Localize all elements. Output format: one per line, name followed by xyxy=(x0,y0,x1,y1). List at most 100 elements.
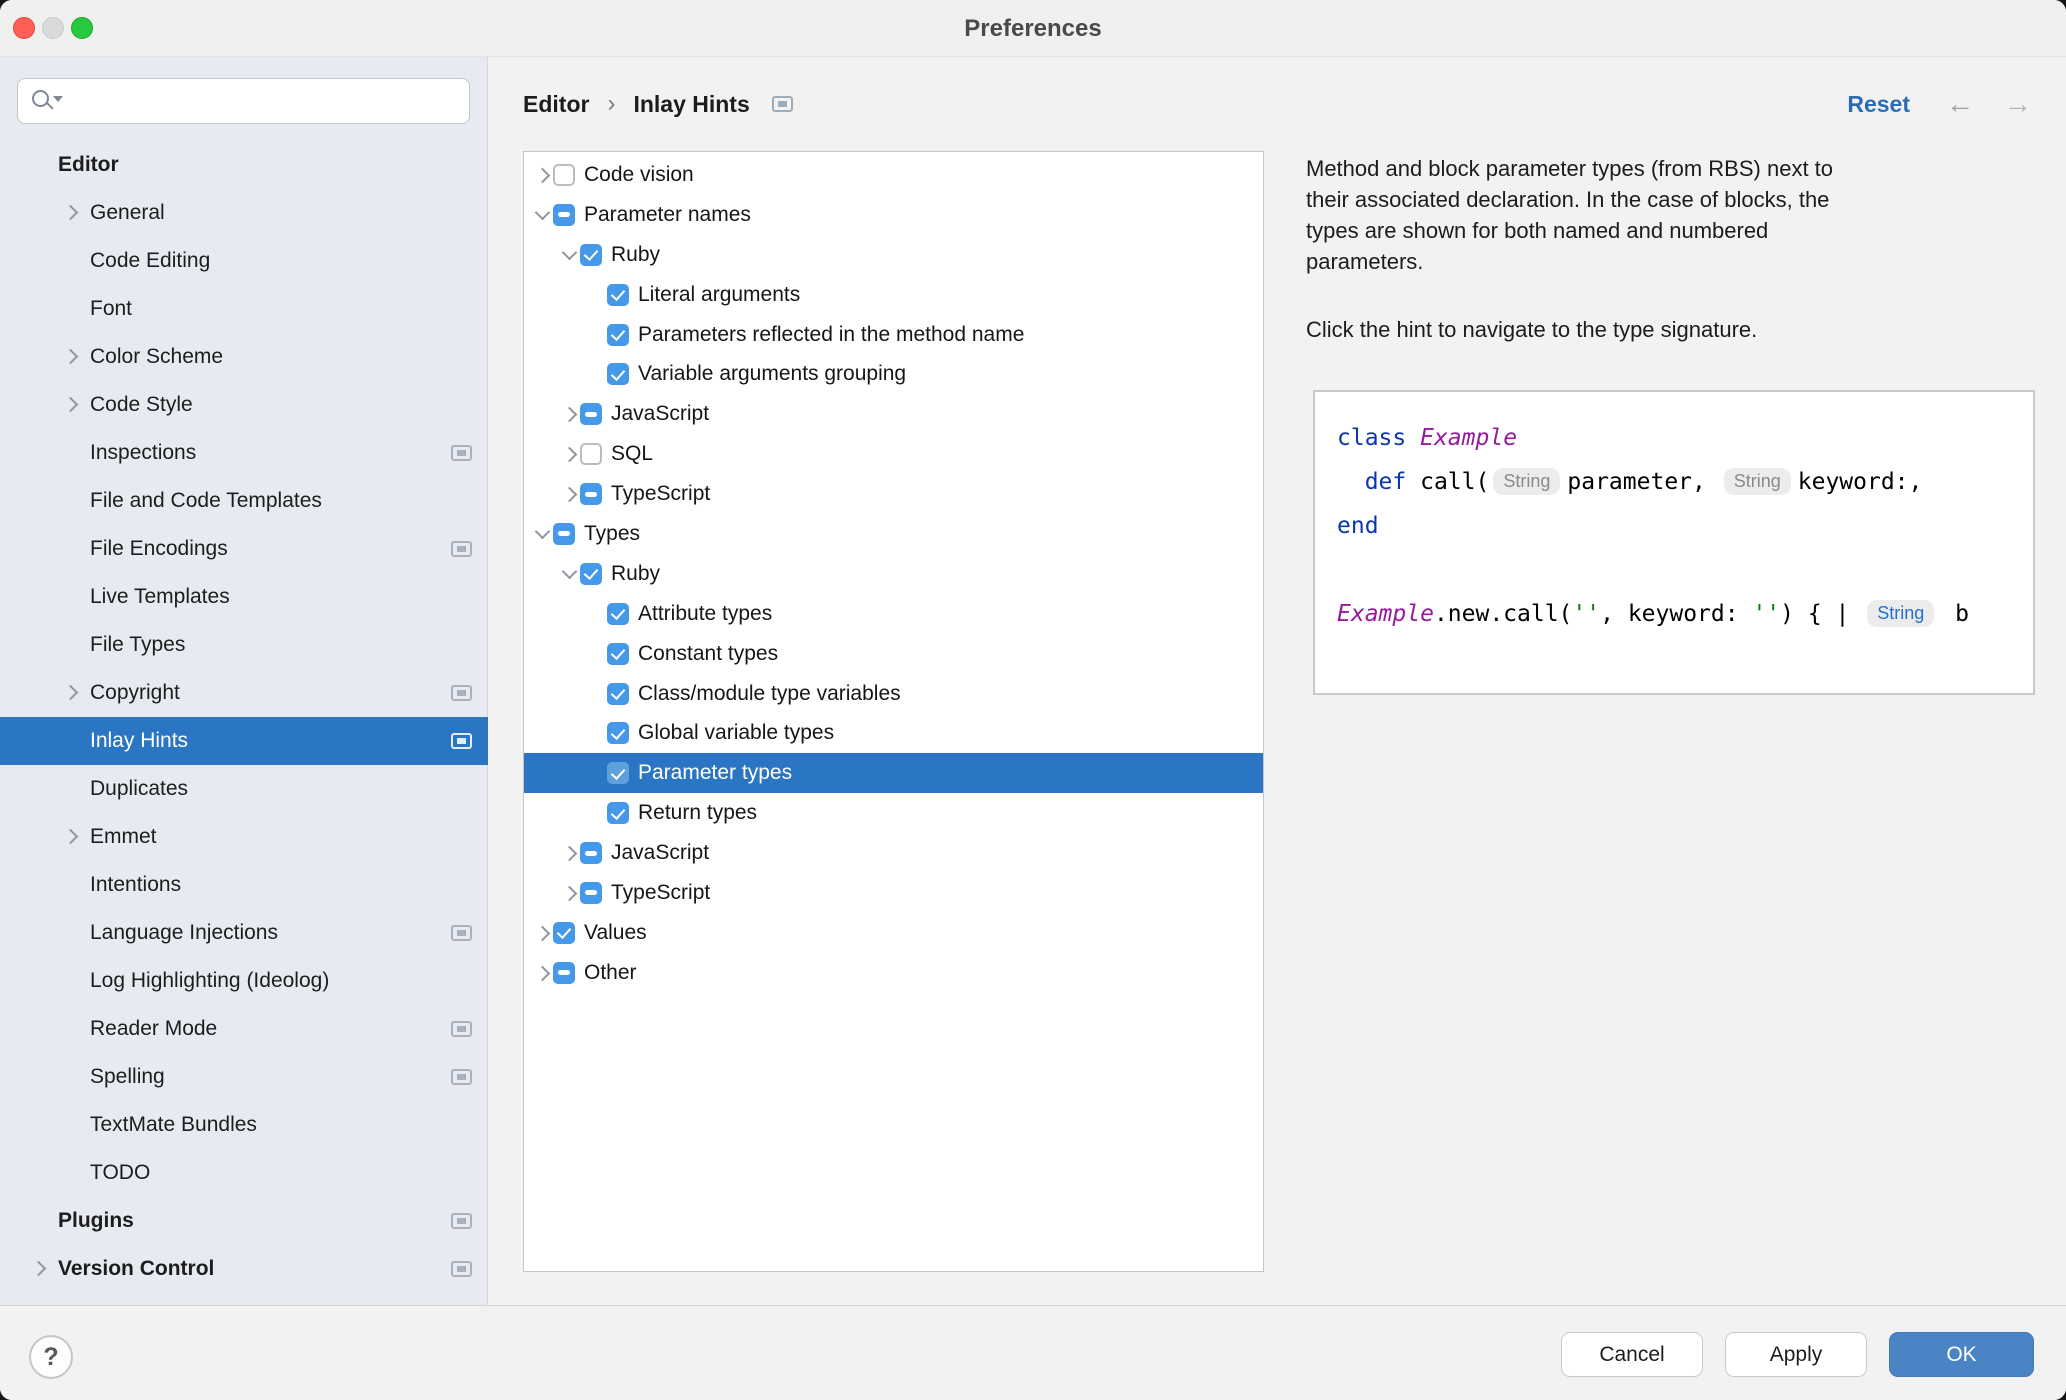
tree-row-sql[interactable]: SQL xyxy=(524,434,1263,474)
sidebar-item-copyright[interactable]: Copyright xyxy=(0,669,488,717)
inlay-hint-pill[interactable]: String xyxy=(1723,468,1791,495)
chevron-right-icon[interactable] xyxy=(560,444,580,464)
chevron-right-icon[interactable] xyxy=(560,883,580,903)
tree-row-return-types[interactable]: Return types xyxy=(524,793,1263,833)
checkbox-checked[interactable] xyxy=(607,802,629,825)
tree-row-attribute-types[interactable]: Attribute types xyxy=(524,594,1263,634)
ok-button[interactable]: OK xyxy=(1889,1332,2034,1377)
checkbox-unchecked[interactable] xyxy=(553,163,575,186)
sidebar-item-reader-mode[interactable]: Reader Mode xyxy=(0,1005,488,1053)
help-button[interactable]: ? xyxy=(29,1335,73,1379)
sidebar-item-color-scheme[interactable]: Color Scheme xyxy=(0,333,488,381)
chevron-right-icon[interactable] xyxy=(28,1258,50,1280)
tree-row-ruby[interactable]: Ruby xyxy=(524,554,1263,594)
sidebar-item-label: TODO xyxy=(90,1161,151,1184)
chevron-right-icon[interactable] xyxy=(60,826,82,848)
sidebar-item-general[interactable]: General xyxy=(0,189,488,237)
sidebar-item-file-types[interactable]: File Types xyxy=(0,621,488,669)
checkbox-unchecked[interactable] xyxy=(580,443,602,466)
checkbox-partial[interactable] xyxy=(580,483,602,506)
forward-arrow-icon[interactable]: → xyxy=(2004,88,2032,119)
checkbox-checked[interactable] xyxy=(607,722,629,745)
sidebar-item-code-editing[interactable]: Code Editing xyxy=(0,237,488,285)
checkbox-checked[interactable] xyxy=(607,323,629,346)
back-arrow-icon[interactable]: ← xyxy=(1946,88,1974,119)
apply-button[interactable]: Apply xyxy=(1725,1332,1867,1377)
tree-row-values[interactable]: Values xyxy=(524,913,1263,953)
sidebar-item-inspections[interactable]: Inspections xyxy=(0,429,488,477)
tree-row-class-module-type-variables[interactable]: Class/module type variables xyxy=(524,674,1263,714)
sidebar-item-code-style[interactable]: Code Style xyxy=(0,381,488,429)
tree-row-code-vision[interactable]: Code vision xyxy=(524,155,1263,195)
checkbox-partial[interactable] xyxy=(580,842,602,865)
checkbox-checked[interactable] xyxy=(580,562,602,585)
checkbox-checked[interactable] xyxy=(607,363,629,386)
checkbox-checked[interactable] xyxy=(607,602,629,625)
tree-row-types[interactable]: Types xyxy=(524,514,1263,554)
sidebar-item-plugins[interactable]: Plugins xyxy=(0,1197,488,1245)
sidebar-item-font[interactable]: Font xyxy=(0,285,488,333)
chevron-down-icon[interactable] xyxy=(560,245,580,265)
zoom-window-button[interactable] xyxy=(71,17,93,39)
sidebar-item-emmet[interactable]: Emmet xyxy=(0,813,488,861)
chevron-right-icon[interactable] xyxy=(533,963,553,983)
inlay-hint-pill[interactable]: String xyxy=(1867,600,1935,627)
tree-row-javascript[interactable]: JavaScript xyxy=(524,394,1263,434)
tree-row-variable-arguments-grouping[interactable]: Variable arguments grouping xyxy=(524,354,1263,394)
checkbox-checked[interactable] xyxy=(580,243,602,266)
tree-row-parameter-names[interactable]: Parameter names xyxy=(524,195,1263,235)
checkbox-partial[interactable] xyxy=(553,203,575,226)
breadcrumb-editor[interactable]: Editor xyxy=(523,90,590,117)
chevron-down-icon[interactable] xyxy=(533,524,553,544)
sidebar-item-live-templates[interactable]: Live Templates xyxy=(0,573,488,621)
chevron-right-icon[interactable] xyxy=(560,404,580,424)
chevron-right-icon[interactable] xyxy=(60,394,82,416)
close-window-button[interactable] xyxy=(13,17,35,39)
chevron-down-icon[interactable] xyxy=(560,564,580,584)
inlay-hint-pill[interactable]: String xyxy=(1493,468,1561,495)
chevron-right-icon[interactable] xyxy=(60,202,82,224)
chevron-right-icon[interactable] xyxy=(533,923,553,943)
checkbox-checked[interactable] xyxy=(607,682,629,705)
sidebar-item-editor[interactable]: Editor xyxy=(0,141,488,189)
chevron-right-icon[interactable] xyxy=(60,346,82,368)
checkbox-checked[interactable] xyxy=(607,762,629,785)
checkbox-partial[interactable] xyxy=(553,961,575,984)
sidebar-item-duplicates[interactable]: Duplicates xyxy=(0,765,488,813)
checkbox-checked[interactable] xyxy=(607,642,629,665)
tree-row-parameters-reflected-in-the-method-name[interactable]: Parameters reflected in the method name xyxy=(524,315,1263,355)
tree-row-javascript[interactable]: JavaScript xyxy=(524,833,1263,873)
checkbox-checked[interactable] xyxy=(607,283,629,306)
chevron-right-icon[interactable] xyxy=(533,165,553,185)
tree-row-literal-arguments[interactable]: Literal arguments xyxy=(524,275,1263,315)
sidebar-item-todo[interactable]: TODO xyxy=(0,1149,488,1197)
sidebar-item-inlay-hints[interactable]: Inlay Hints xyxy=(0,717,488,765)
checkbox-partial[interactable] xyxy=(580,403,602,426)
tree-row-global-variable-types[interactable]: Global variable types xyxy=(524,713,1263,753)
tree-row-constant-types[interactable]: Constant types xyxy=(524,634,1263,674)
minimize-window-button[interactable] xyxy=(42,17,64,39)
tree-row-typescript[interactable]: TypeScript xyxy=(524,873,1263,913)
checkbox-partial[interactable] xyxy=(580,881,602,904)
checkbox-checked[interactable] xyxy=(553,921,575,944)
sidebar-item-file-and-code-templates[interactable]: File and Code Templates xyxy=(0,477,488,525)
chevron-right-icon[interactable] xyxy=(60,682,82,704)
tree-row-other[interactable]: Other xyxy=(524,953,1263,993)
sidebar-item-version-control[interactable]: Version Control xyxy=(0,1245,488,1293)
sidebar-item-log-highlighting-ideolog[interactable]: Log Highlighting (Ideolog) xyxy=(0,957,488,1005)
cancel-button[interactable]: Cancel xyxy=(1561,1332,1703,1377)
sidebar-item-textmate-bundles[interactable]: TextMate Bundles xyxy=(0,1101,488,1149)
tree-row-parameter-types[interactable]: Parameter types xyxy=(524,753,1263,794)
tree-row-typescript[interactable]: TypeScript xyxy=(524,474,1263,514)
sidebar-item-spelling[interactable]: Spelling xyxy=(0,1053,488,1101)
sidebar-item-language-injections[interactable]: Language Injections xyxy=(0,909,488,957)
checkbox-partial[interactable] xyxy=(553,522,575,545)
chevron-right-icon[interactable] xyxy=(560,484,580,504)
sidebar-item-intentions[interactable]: Intentions xyxy=(0,861,488,909)
chevron-down-icon[interactable] xyxy=(533,205,553,225)
sidebar-item-file-encodings[interactable]: File Encodings xyxy=(0,525,488,573)
chevron-right-icon[interactable] xyxy=(560,843,580,863)
settings-search-input[interactable] xyxy=(17,78,470,124)
tree-row-ruby[interactable]: Ruby xyxy=(524,235,1263,275)
reset-button[interactable]: Reset xyxy=(1847,90,1910,117)
